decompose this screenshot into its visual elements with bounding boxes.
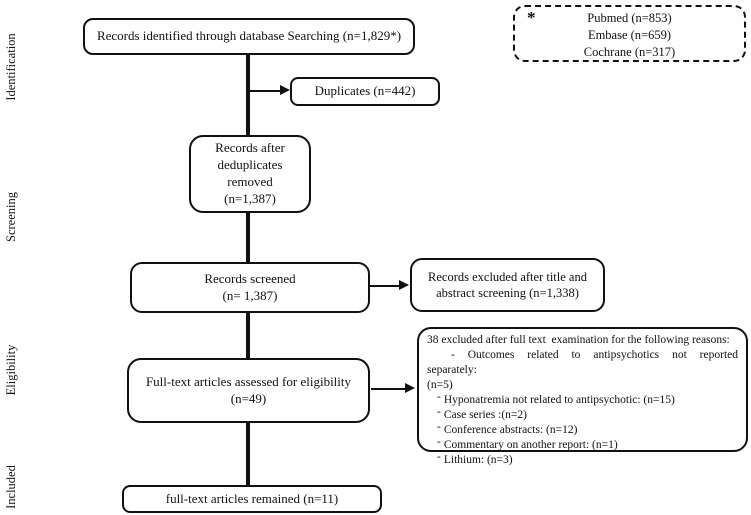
dash-bullet: -: [437, 390, 441, 403]
reason-item: -Conference abstracts: (n=12): [427, 420, 738, 438]
box-duplicates: Duplicates (n=442): [290, 77, 440, 106]
connector-identified-to-dedup: [246, 55, 250, 135]
arrow-to-excluded: [370, 280, 409, 290]
reason-item: -Lithium: (n=3): [427, 450, 738, 468]
dash-bullet: -: [437, 450, 441, 463]
reasons-title: 38 excluded after full text examination …: [427, 334, 730, 346]
dedup-line: removed: [227, 174, 273, 189]
reason-item-text: Conference abstracts: (n=12): [443, 423, 578, 436]
box-records-screened: Records screened (n= 1,387): [130, 262, 370, 313]
box-records-excluded: Records excluded after title and abstrac…: [410, 258, 605, 312]
connector-dedup-to-screened: [246, 213, 250, 262]
reason-item: - Outcomes related to antipsychotics not…: [427, 348, 738, 376]
excluded-line: Records excluded after title and: [428, 269, 587, 284]
reason-item: -Hyponatremia not related to antipsychot…: [427, 390, 738, 408]
dash-bullet: -: [437, 420, 441, 433]
arrowhead-icon: [399, 280, 409, 290]
box-records-after-dedup: Records after deduplicates removed (n=1,…: [189, 135, 311, 213]
stage-label-identification: Identification: [4, 33, 18, 101]
reason-item: -Commentary on another report: (n=1): [427, 435, 738, 453]
arrow-to-reasons: [371, 383, 415, 393]
dedup-line: Records after: [215, 140, 285, 156]
box-database-sources: * Pubmed (n=853) Embase (n=659) Cochrane…: [513, 5, 746, 62]
duplicates-text: Duplicates (n=442): [314, 83, 416, 99]
arrow-to-duplicates: [250, 85, 290, 95]
stage-label-eligibility: Eligibility: [4, 344, 18, 396]
dash-bullet: -: [437, 435, 441, 448]
remained-text: full-text articles remained (n=11): [165, 490, 339, 506]
reason-item-text: Lithium: (n=3): [443, 453, 513, 466]
reason-item-text: Hyponatremia not related to antipsychoti…: [443, 393, 675, 406]
fulltext-line: Full-text articles assessed for eligibil…: [145, 373, 352, 389]
connector-screened-to-fulltext: [246, 313, 250, 358]
source-cochrane: Cochrane (n=317): [583, 44, 676, 59]
dash-bullet: -: [437, 405, 441, 418]
box-fulltext-remained: full-text articles remained (n=11): [122, 485, 382, 513]
stage-label-screening: Screening: [4, 192, 18, 242]
fulltext-line: (n=49): [230, 390, 267, 406]
asterisk-footnote-marker: *: [527, 8, 536, 27]
connector-fulltext-to-remained: [246, 423, 250, 485]
excluded-line: abstract screening (n=1,338): [436, 286, 579, 300]
records-identified-text: Records identified through database Sear…: [96, 28, 402, 44]
reason-item-text: Commentary on another report: (n=1): [443, 438, 618, 451]
reason-item-text: Case series :(n=2): [443, 408, 527, 421]
stage-label-included: Included: [4, 465, 18, 509]
reason-item-count: (n=5): [427, 378, 453, 391]
reason-item: -Case series :(n=2): [427, 405, 738, 423]
arrowhead-icon: [280, 85, 290, 95]
screened-line: Records screened: [204, 270, 296, 286]
dedup-line: deduplicates: [217, 157, 283, 173]
screened-line: (n= 1,387): [222, 287, 278, 303]
source-pubmed: Pubmed (n=853): [587, 11, 672, 25]
dedup-line: (n=1,387): [224, 190, 276, 206]
box-records-identified: Records identified through database Sear…: [83, 18, 415, 55]
source-embase: Embase (n=659): [587, 27, 672, 42]
box-exclusion-reasons: 38 excluded after full text examination …: [417, 327, 748, 466]
arrowhead-icon: [405, 383, 415, 393]
box-fulltext-assessed: Full-text articles assessed for eligibil…: [127, 358, 370, 423]
